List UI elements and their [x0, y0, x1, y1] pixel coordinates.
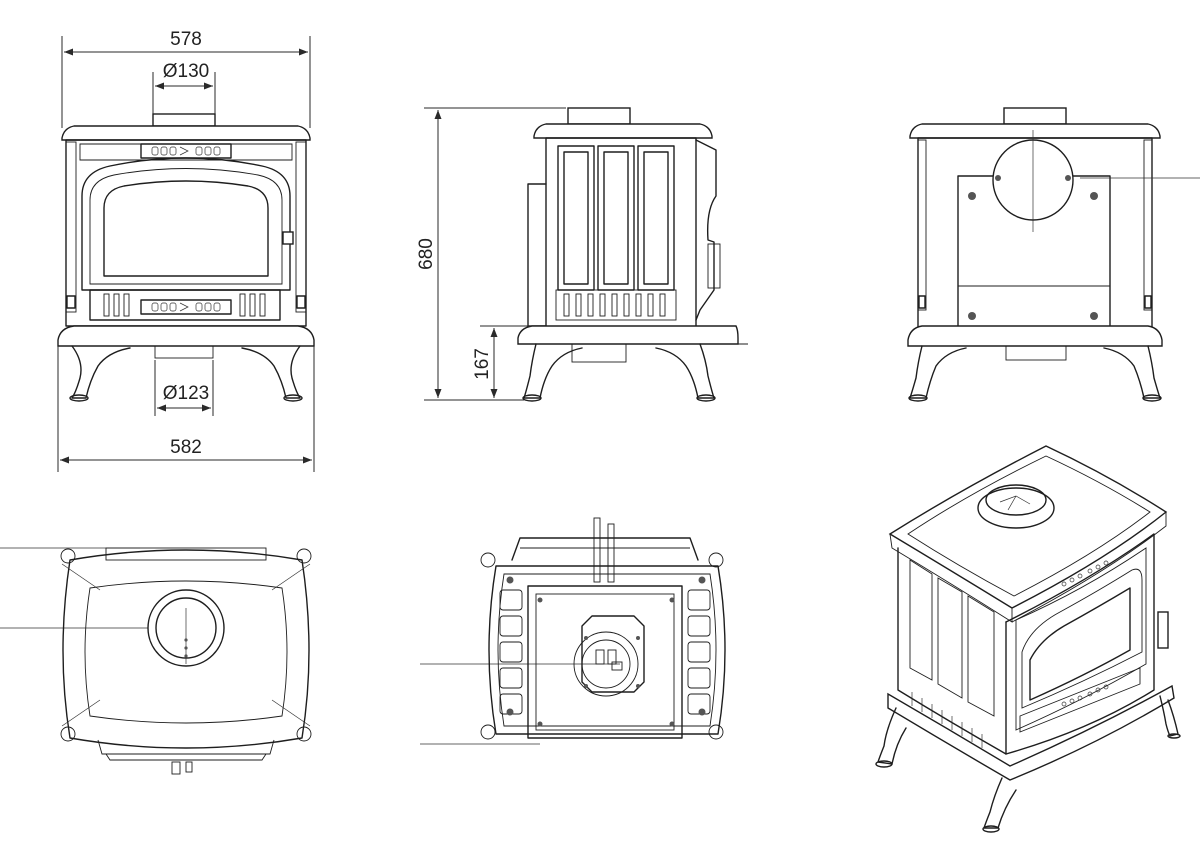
dim-top-width: 578: [170, 29, 202, 50]
side-view: 680 167: [416, 107, 748, 402]
top-view: [0, 547, 312, 775]
bottom-view: [420, 517, 726, 745]
isometric-view: [875, 445, 1181, 833]
dim-flue-bottom: Ø123: [163, 383, 209, 404]
dim-height: 680: [416, 238, 437, 270]
dim-bottom-width: 582: [170, 437, 202, 458]
dim-flue-top: Ø130: [163, 61, 209, 82]
rear-view: [907, 107, 1200, 402]
dim-leg-height: 167: [472, 348, 493, 380]
front-view: 578 Ø130 Ø123 582: [57, 29, 315, 472]
